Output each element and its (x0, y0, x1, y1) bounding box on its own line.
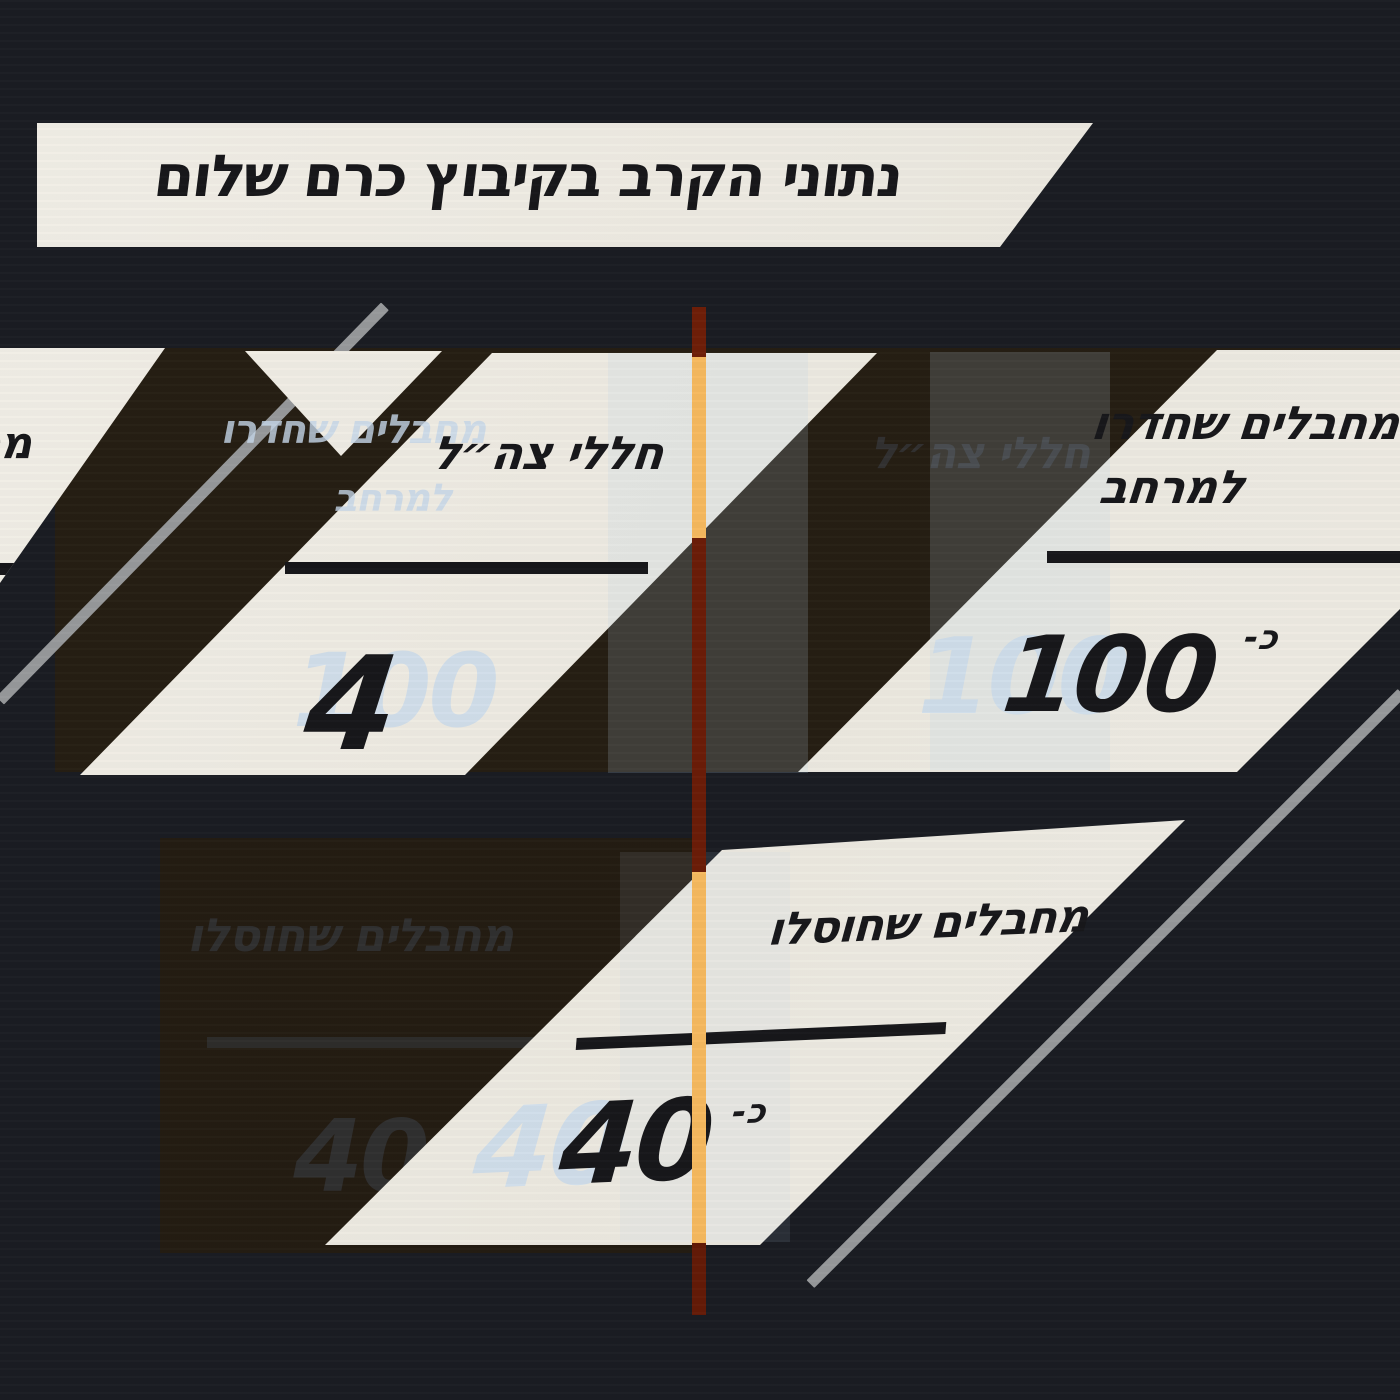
idf-fallen-divider (285, 562, 648, 574)
ghost-infiltrators-value: 100 (292, 632, 500, 751)
ghost-eliminated-title: מחבלים שחוסלו (186, 908, 514, 962)
edge-card-divider (0, 563, 16, 575)
infiltrators-title-line2: למרחב (1096, 460, 1247, 514)
infiltrators-divider (1047, 551, 1400, 563)
idf-fallen-value: 4 (297, 628, 404, 780)
ghost-infiltrators-title-line1: מחבלים שחדרו (220, 407, 486, 453)
vertical-line-lower-orange (692, 872, 706, 1243)
edge-card-clipped-title: מחבלים שחדרו (0, 418, 32, 469)
vertical-line-mid-dark (692, 538, 706, 872)
page-title: נתוני הקרב בקיבוץ כרם שלום (150, 142, 906, 210)
infiltrators-value: 100 (996, 614, 1223, 736)
idf-fallen-title: חללי צה״ל (429, 426, 667, 480)
vertical-line-top-dark (692, 307, 706, 357)
ghost-eliminated-divider (207, 1037, 577, 1048)
vertical-line-bottom-dark (692, 1243, 706, 1315)
infiltrators-approx-prefix: כ- (1241, 618, 1281, 658)
infiltrators-title-line1: מחבלים שחדרו (1088, 396, 1400, 450)
vertical-line-upper-orange (692, 357, 706, 538)
ghost-infiltrators-title-line2: למרחב (333, 476, 453, 520)
ghost-idf-fallen-title: חללי צה״ל (870, 428, 1091, 479)
echo-infiltrators-value: 100 (917, 616, 1130, 738)
